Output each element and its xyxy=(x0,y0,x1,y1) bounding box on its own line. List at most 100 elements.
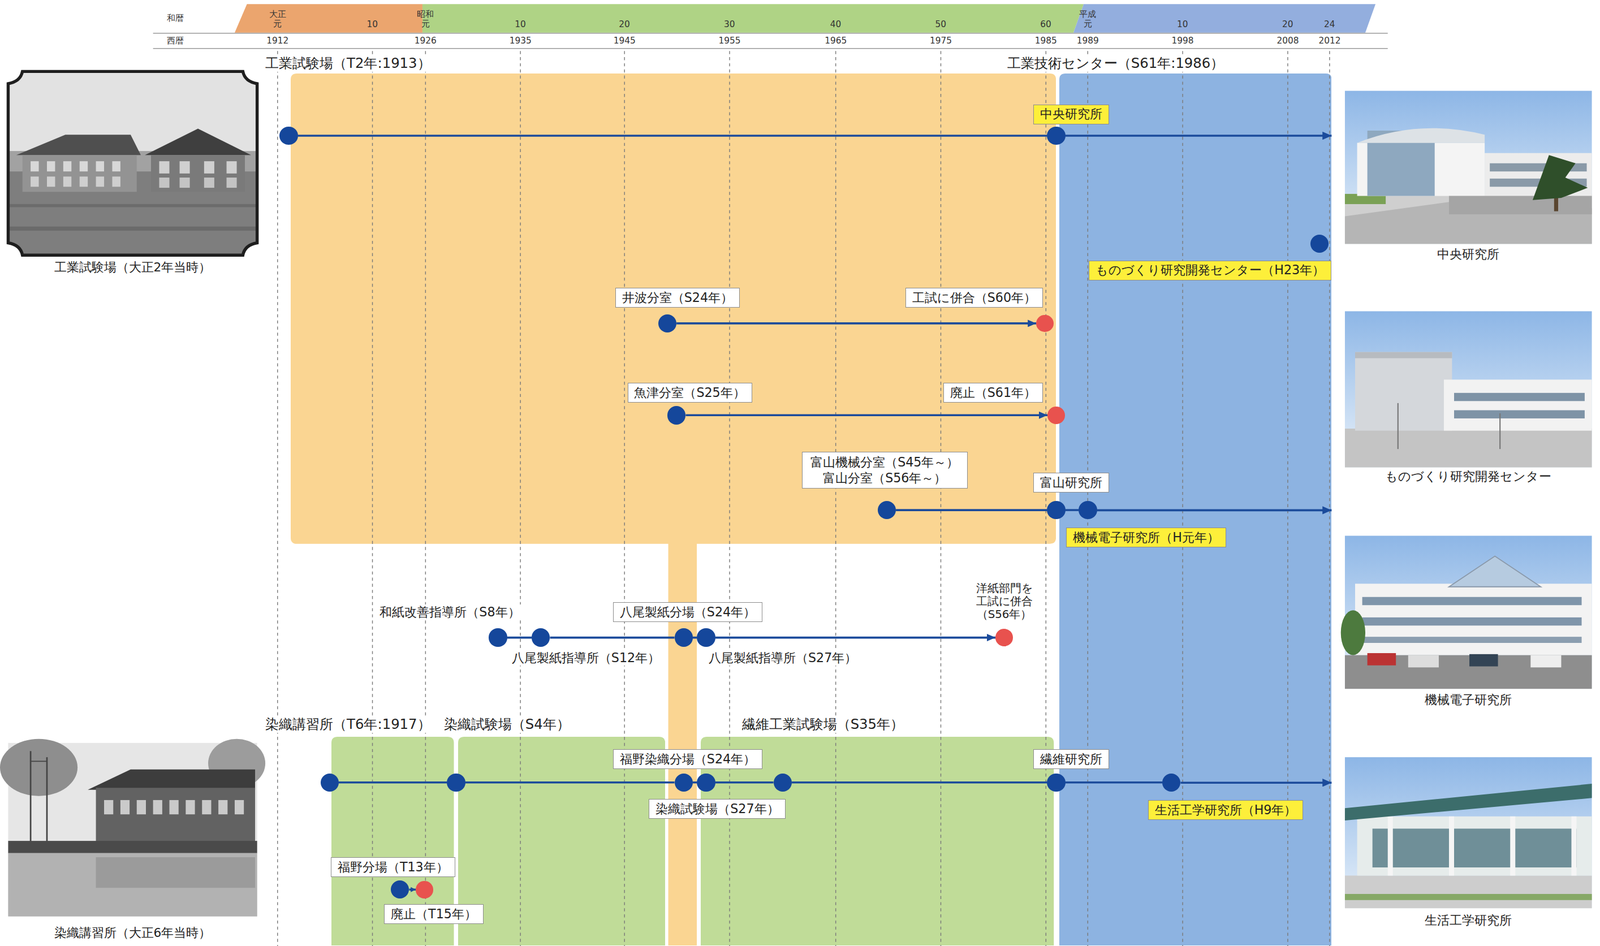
era-label: 60 xyxy=(1040,19,1052,30)
event-label: ものづくり研究開発センター（H23年） xyxy=(1088,260,1332,281)
timeline-arrow xyxy=(1065,509,1079,512)
life-engineering-lab-photo-part xyxy=(1387,816,1394,877)
dyeing-school-photo-part xyxy=(234,800,244,815)
mechatronics-lab-photo-part xyxy=(1367,653,1397,666)
old-lab-photo-part xyxy=(63,176,72,187)
dyeing-school-photo-part xyxy=(185,800,195,815)
label-anchor: 八尾製紙指導所（S12年） xyxy=(510,650,662,667)
monozukuri-center-photo-part xyxy=(1355,352,1452,359)
timeline-arrow xyxy=(715,636,996,640)
label-anchor: 染織試験場（S4年） xyxy=(441,716,572,733)
year-label: 1935 xyxy=(509,36,532,46)
event-dot: 和紙改善指導所（S8年） xyxy=(488,628,507,647)
label-anchor: 40 xyxy=(830,19,842,30)
event-label: 福野染織分場（S24年） xyxy=(613,749,763,770)
central-lab-photo-part xyxy=(1532,154,1588,200)
mechatronics-lab-photo-part xyxy=(1344,655,1593,690)
label-anchor: ものづくり研究開発センター xyxy=(1385,468,1552,485)
central-lab-photo-part xyxy=(1554,188,1559,212)
year-gridlines-part xyxy=(1329,50,1330,946)
building-photo: 工業試験場（大正2年当時） xyxy=(7,71,257,256)
old-lab-photo-part xyxy=(63,161,72,172)
dyeing-school-photo-part xyxy=(169,800,179,815)
year-label: 1998 xyxy=(1171,36,1194,46)
central-lab-photo-part xyxy=(1489,163,1587,172)
label-anchor: 福野染織分場（S24年） xyxy=(613,749,763,770)
label-anchor: 生活工学研究所 xyxy=(1424,912,1512,929)
life-engineering-lab-photo-part xyxy=(1344,783,1593,821)
label-anchor: 工業技術センター（S61年:1986） xyxy=(1005,54,1227,72)
era-label: 平成 元 xyxy=(1079,9,1097,29)
old-lab-photo-part xyxy=(7,71,257,256)
band-heading: 工業技術センター（S61年:1986） xyxy=(1005,54,1227,72)
event-dot: 中央研究所 xyxy=(1046,126,1065,145)
event-dot: 富山機械分室（S45年～）富山分室（S56年～） xyxy=(877,501,896,520)
monozukuri-center-photo-part xyxy=(1443,379,1593,431)
label-anchor: 1935 xyxy=(509,36,532,46)
label-anchor: 10 xyxy=(514,19,526,30)
mechatronics-lab-photo-part xyxy=(1340,610,1366,655)
year-label: 1985 xyxy=(1034,36,1058,46)
building-photo: 染織講習所（大正6年当時） xyxy=(7,742,257,917)
monozukuri-center-photo-part xyxy=(1344,311,1593,468)
old-lab-photo-part xyxy=(30,161,39,172)
start-dot xyxy=(320,773,339,792)
photo-caption: 機械電子研究所 xyxy=(1424,692,1512,708)
old-lab-photo-part xyxy=(7,204,257,207)
timeline-arrow xyxy=(338,781,447,784)
era-label: 大正 元 xyxy=(269,9,287,29)
event-label: 繊維研究所 xyxy=(1033,749,1110,770)
dyeing-school-photo-part xyxy=(7,841,257,854)
event-dot: 八尾製紙指導所（S12年） xyxy=(531,628,550,647)
central-lab-photo-part xyxy=(1344,201,1593,244)
event-label: 廃止（T15年） xyxy=(384,904,483,925)
event-dot: 井波分室（S24年） xyxy=(658,314,677,333)
label-anchor: 繊維研究所 xyxy=(1033,749,1110,770)
year-label: 2012 xyxy=(1318,36,1341,46)
timeline-arrow xyxy=(685,413,1048,417)
monozukuri-center-photo-part xyxy=(1355,352,1452,431)
dyeing-school-photo-part xyxy=(7,853,257,917)
era-band-part xyxy=(153,32,1388,34)
event-label: 染織試験場（S27年） xyxy=(648,799,786,819)
old-lab-photo-part xyxy=(22,154,137,192)
dyeing-school-photo-part xyxy=(29,751,32,845)
year-label: 1955 xyxy=(718,36,741,46)
old-lab-photo-part xyxy=(111,161,120,172)
label-anchor: 1989 xyxy=(1076,36,1099,46)
life-engineering-lab-photo-part xyxy=(1372,828,1577,868)
event-dot: 福野染織分場（S24年） xyxy=(674,773,693,792)
dyeing-school-photo-part xyxy=(153,800,163,815)
end-dot: 廃止（T15年） xyxy=(415,881,434,899)
mechatronics-lab-photo-part xyxy=(1530,655,1561,668)
old-lab-photo-part xyxy=(7,71,257,256)
year-gridlines-part xyxy=(372,50,373,946)
tail-arrow-part xyxy=(1097,509,1332,512)
era-label: 20 xyxy=(618,19,631,30)
band-shape xyxy=(700,736,1054,946)
dyeing-school-photo-part xyxy=(218,800,228,815)
year-gridlines-part xyxy=(519,50,521,946)
label-anchor: 八尾製紙分場（S24年） xyxy=(613,602,763,623)
year-label: 2008 xyxy=(1276,36,1299,46)
photo-caption: 中央研究所 xyxy=(1437,246,1500,262)
life-engineering-lab-photo-part xyxy=(1448,816,1455,877)
label-anchor: 工試に併合（S60年） xyxy=(905,287,1043,308)
photo-caption: 生活工学研究所 xyxy=(1424,912,1512,929)
dyeing-school-photo-part xyxy=(87,769,256,791)
timeline-arrow xyxy=(692,636,697,640)
label-anchor: 1975 xyxy=(929,36,952,46)
photo-caption: 工業試験場（大正2年当時） xyxy=(54,259,212,275)
timeline-arrow xyxy=(791,781,1047,784)
old-lab-photo-part xyxy=(7,226,257,231)
old-lab-photo-part xyxy=(79,176,88,187)
label-anchor: 50 xyxy=(934,19,947,30)
label-anchor: 中央研究所 xyxy=(1437,246,1500,262)
year-label: 1989 xyxy=(1076,36,1099,46)
old-lab-photo-part xyxy=(144,128,252,155)
year-label: 1965 xyxy=(824,36,847,46)
event-label: 八尾製紙分場（S24年） xyxy=(613,602,763,623)
band-heading: 繊維工業試験場（S35年） xyxy=(739,716,907,733)
era-label: 昭和 元 xyxy=(416,9,434,29)
